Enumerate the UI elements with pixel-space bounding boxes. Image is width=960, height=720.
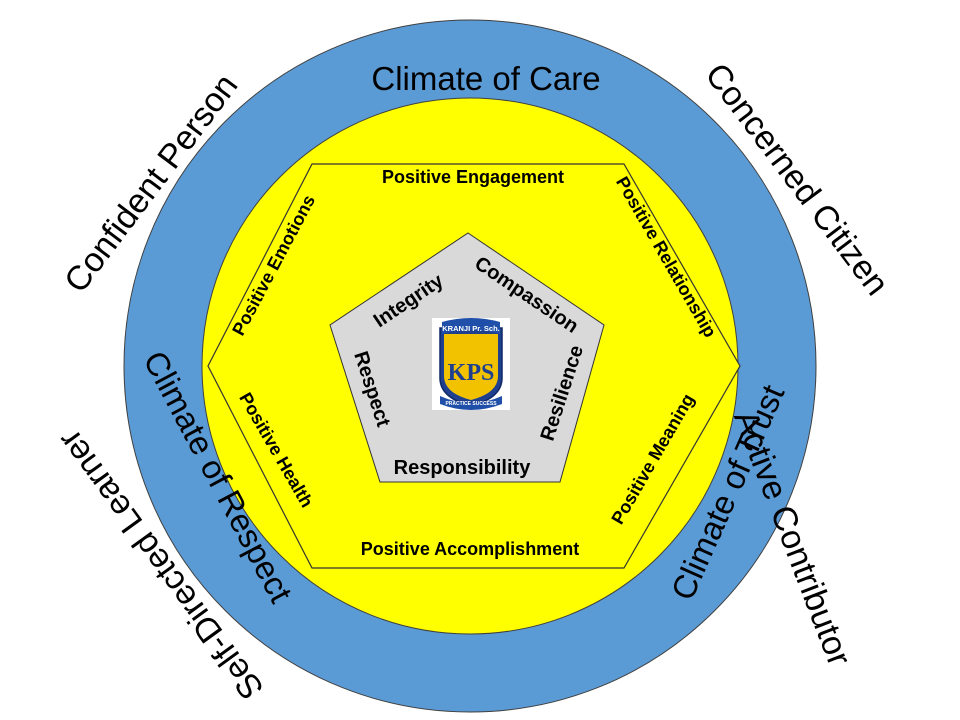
label-positive-accomplishment: Positive Accomplishment bbox=[361, 539, 579, 559]
label-climate-of-care: Climate of Care bbox=[371, 60, 600, 97]
logo-school-name: KRANJI Pr. Sch. bbox=[442, 324, 500, 333]
logo-motto: PRACTICE SUCCESS bbox=[445, 401, 497, 407]
label-responsibility: Responsibility bbox=[394, 457, 532, 479]
logo-monogram: KPS bbox=[448, 360, 495, 386]
label-positive-engagement: Positive Engagement bbox=[382, 167, 564, 187]
school-logo: KRANJI Pr. Sch. KPS PRACTICE SUCCESS bbox=[432, 318, 510, 410]
